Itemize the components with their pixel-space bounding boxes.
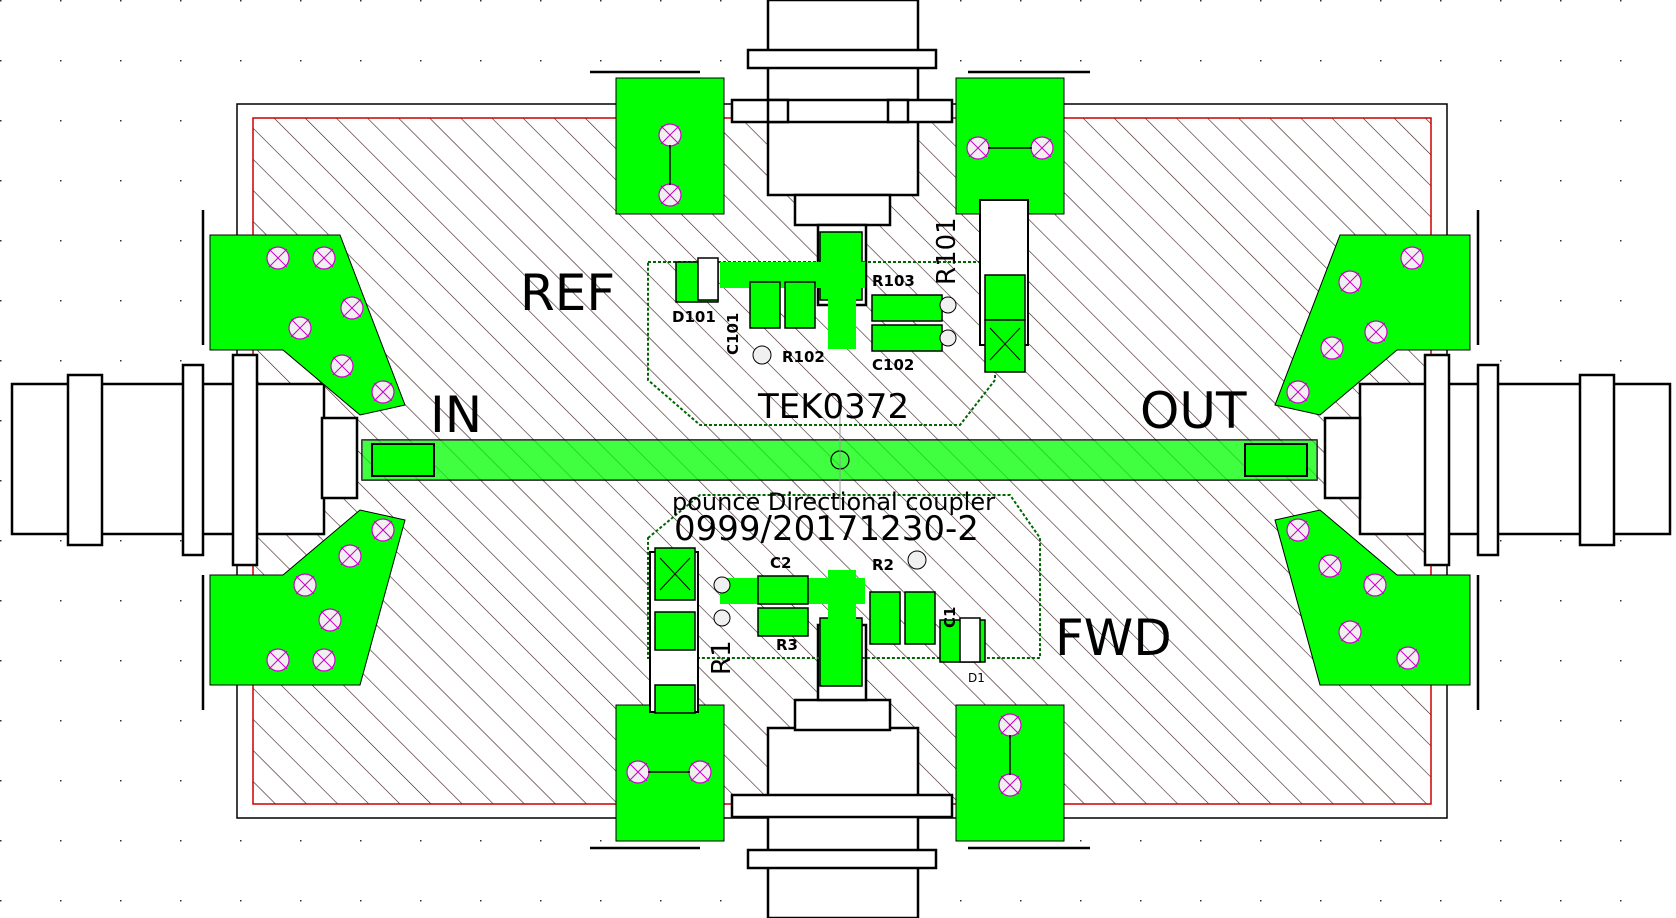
designator-r1: R1 xyxy=(707,640,737,675)
left-top-ground-pad xyxy=(209,234,406,416)
board-date-code: 0999/20171230-2 xyxy=(674,509,979,549)
designator-c2: C2 xyxy=(770,554,791,572)
top-left-mount-pad xyxy=(615,77,725,215)
top-connector xyxy=(590,0,1090,307)
port-label-fwd: FWD xyxy=(1055,609,1172,667)
designator-r2: R2 xyxy=(872,556,894,574)
board-subtitle: pounce Directional coupler xyxy=(672,488,995,516)
bottom-connector xyxy=(590,623,1090,918)
top-right-mount-pad xyxy=(955,77,1065,215)
designator-c1: C1 xyxy=(941,607,959,628)
left-connector xyxy=(10,210,359,710)
designator-c102: C102 xyxy=(872,356,914,374)
right-top-ground-pad xyxy=(1274,234,1471,416)
designator-r3: R3 xyxy=(776,636,798,654)
ref-coupler-section xyxy=(647,199,1029,426)
designator-c101: C101 xyxy=(724,313,742,355)
bottom-left-mount-pad xyxy=(615,704,725,842)
fwd-coupler-section xyxy=(647,494,1041,714)
right-connector xyxy=(1323,210,1672,710)
left-bottom-ground-pad xyxy=(209,509,406,686)
port-label-out: OUT xyxy=(1140,382,1247,440)
bottom-right-mount-pad xyxy=(955,704,1065,842)
port-label-ref: REF xyxy=(520,264,615,322)
designator-r101: R101 xyxy=(932,217,962,285)
right-bottom-ground-pad xyxy=(1274,509,1471,686)
designator-r103: R103 xyxy=(872,272,915,290)
designator-r102: R102 xyxy=(782,348,825,366)
board-title: TEK0372 xyxy=(757,387,909,427)
port-label-in: IN xyxy=(430,386,482,444)
main-transmission-line xyxy=(361,410,1318,510)
designator-d1: D1 xyxy=(968,671,985,685)
designator-d101: D101 xyxy=(672,308,716,326)
